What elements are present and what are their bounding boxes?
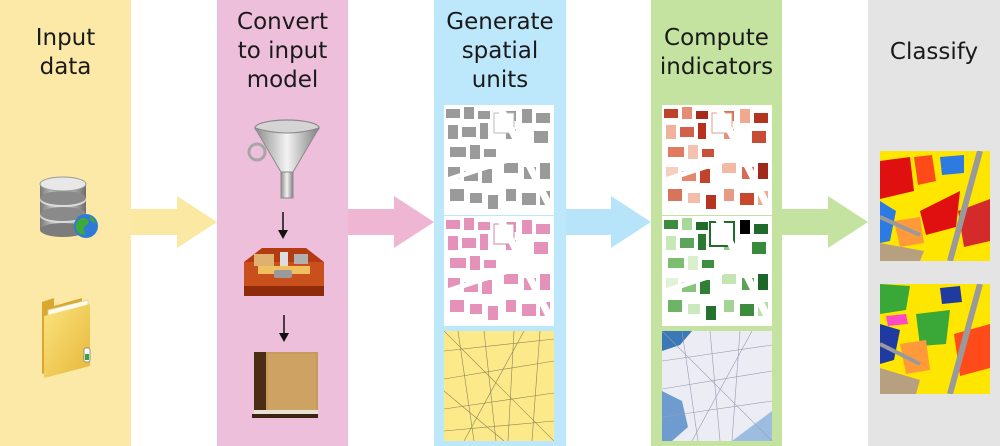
folder-icon <box>42 298 91 378</box>
indicator-map-red <box>662 105 772 215</box>
spatial-units-grid-map <box>444 331 554 441</box>
classification-map-1 <box>880 151 990 261</box>
classification-map-2 <box>880 284 990 394</box>
book-icon <box>252 352 318 418</box>
stage-title-compute: Compute indicators <box>659 25 774 80</box>
funnel-icon <box>247 119 321 199</box>
flow-arrow-4 <box>782 196 868 248</box>
spatial-units-buildings-map <box>444 105 554 215</box>
database-icon <box>39 176 98 238</box>
down-arrow-icon <box>278 212 288 239</box>
flow-arrow-1 <box>131 196 217 248</box>
flow-arrow-3 <box>566 196 651 248</box>
indicator-map-blue <box>662 331 772 441</box>
spatial-units-blocks-map <box>444 216 554 326</box>
stage-title-convert: Convert to input model <box>237 9 328 93</box>
stage-title-generate: Generate spatial units <box>446 9 554 93</box>
down-arrow-icon <box>279 315 289 342</box>
flow-arrow-2 <box>348 196 434 248</box>
toolbox-icon <box>244 248 324 296</box>
stage-title-classify: Classify <box>889 39 979 65</box>
stage-title-input: Input data <box>35 25 96 80</box>
indicator-map-green <box>662 216 772 326</box>
